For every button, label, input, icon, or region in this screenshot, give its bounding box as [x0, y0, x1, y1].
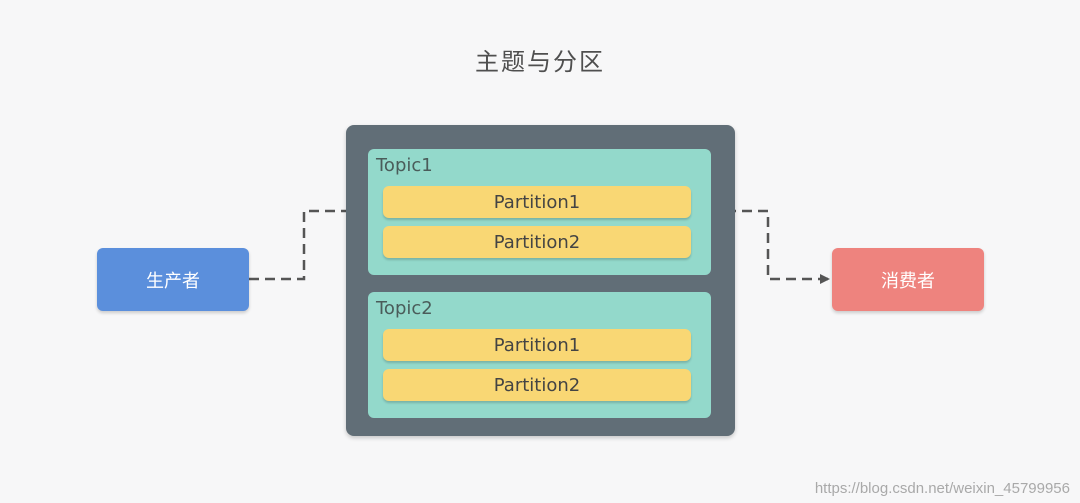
source-watermark: https://blog.csdn.net/weixin_45799956 — [814, 480, 1070, 497]
consumer-label: 消费者 — [881, 270, 935, 292]
producer-to-broker-connector — [249, 209, 346, 281]
broker-container: Topic1 Partition1 Partition2 Topic2 Part… — [346, 125, 735, 436]
topic-2-partition-2: Partition2 — [383, 369, 691, 401]
topic-1-label: Topic1 — [376, 155, 433, 176]
topic-2-partition-1: Partition1 — [383, 329, 691, 361]
topic-1-partition-1-label: Partition1 — [493, 191, 581, 213]
topic-2-partition-1-label: Partition1 — [493, 334, 581, 356]
topic-1-partition-2: Partition2 — [383, 226, 691, 258]
topic-1-partition-2-label: Partition2 — [493, 231, 581, 253]
topic-2-partition-2-label: Partition2 — [493, 374, 581, 396]
topic-2: Topic2 Partition1 Partition2 — [368, 292, 711, 418]
diagram-title: 主题与分区 — [475, 48, 605, 76]
topic-1: Topic1 Partition1 Partition2 — [368, 149, 711, 275]
producer-node: 生产者 — [97, 248, 249, 311]
topic-2-label: Topic2 — [376, 298, 433, 319]
consumer-node: 消费者 — [832, 248, 984, 311]
producer-label: 生产者 — [146, 270, 200, 292]
topic-1-partition-1: Partition1 — [383, 186, 691, 218]
